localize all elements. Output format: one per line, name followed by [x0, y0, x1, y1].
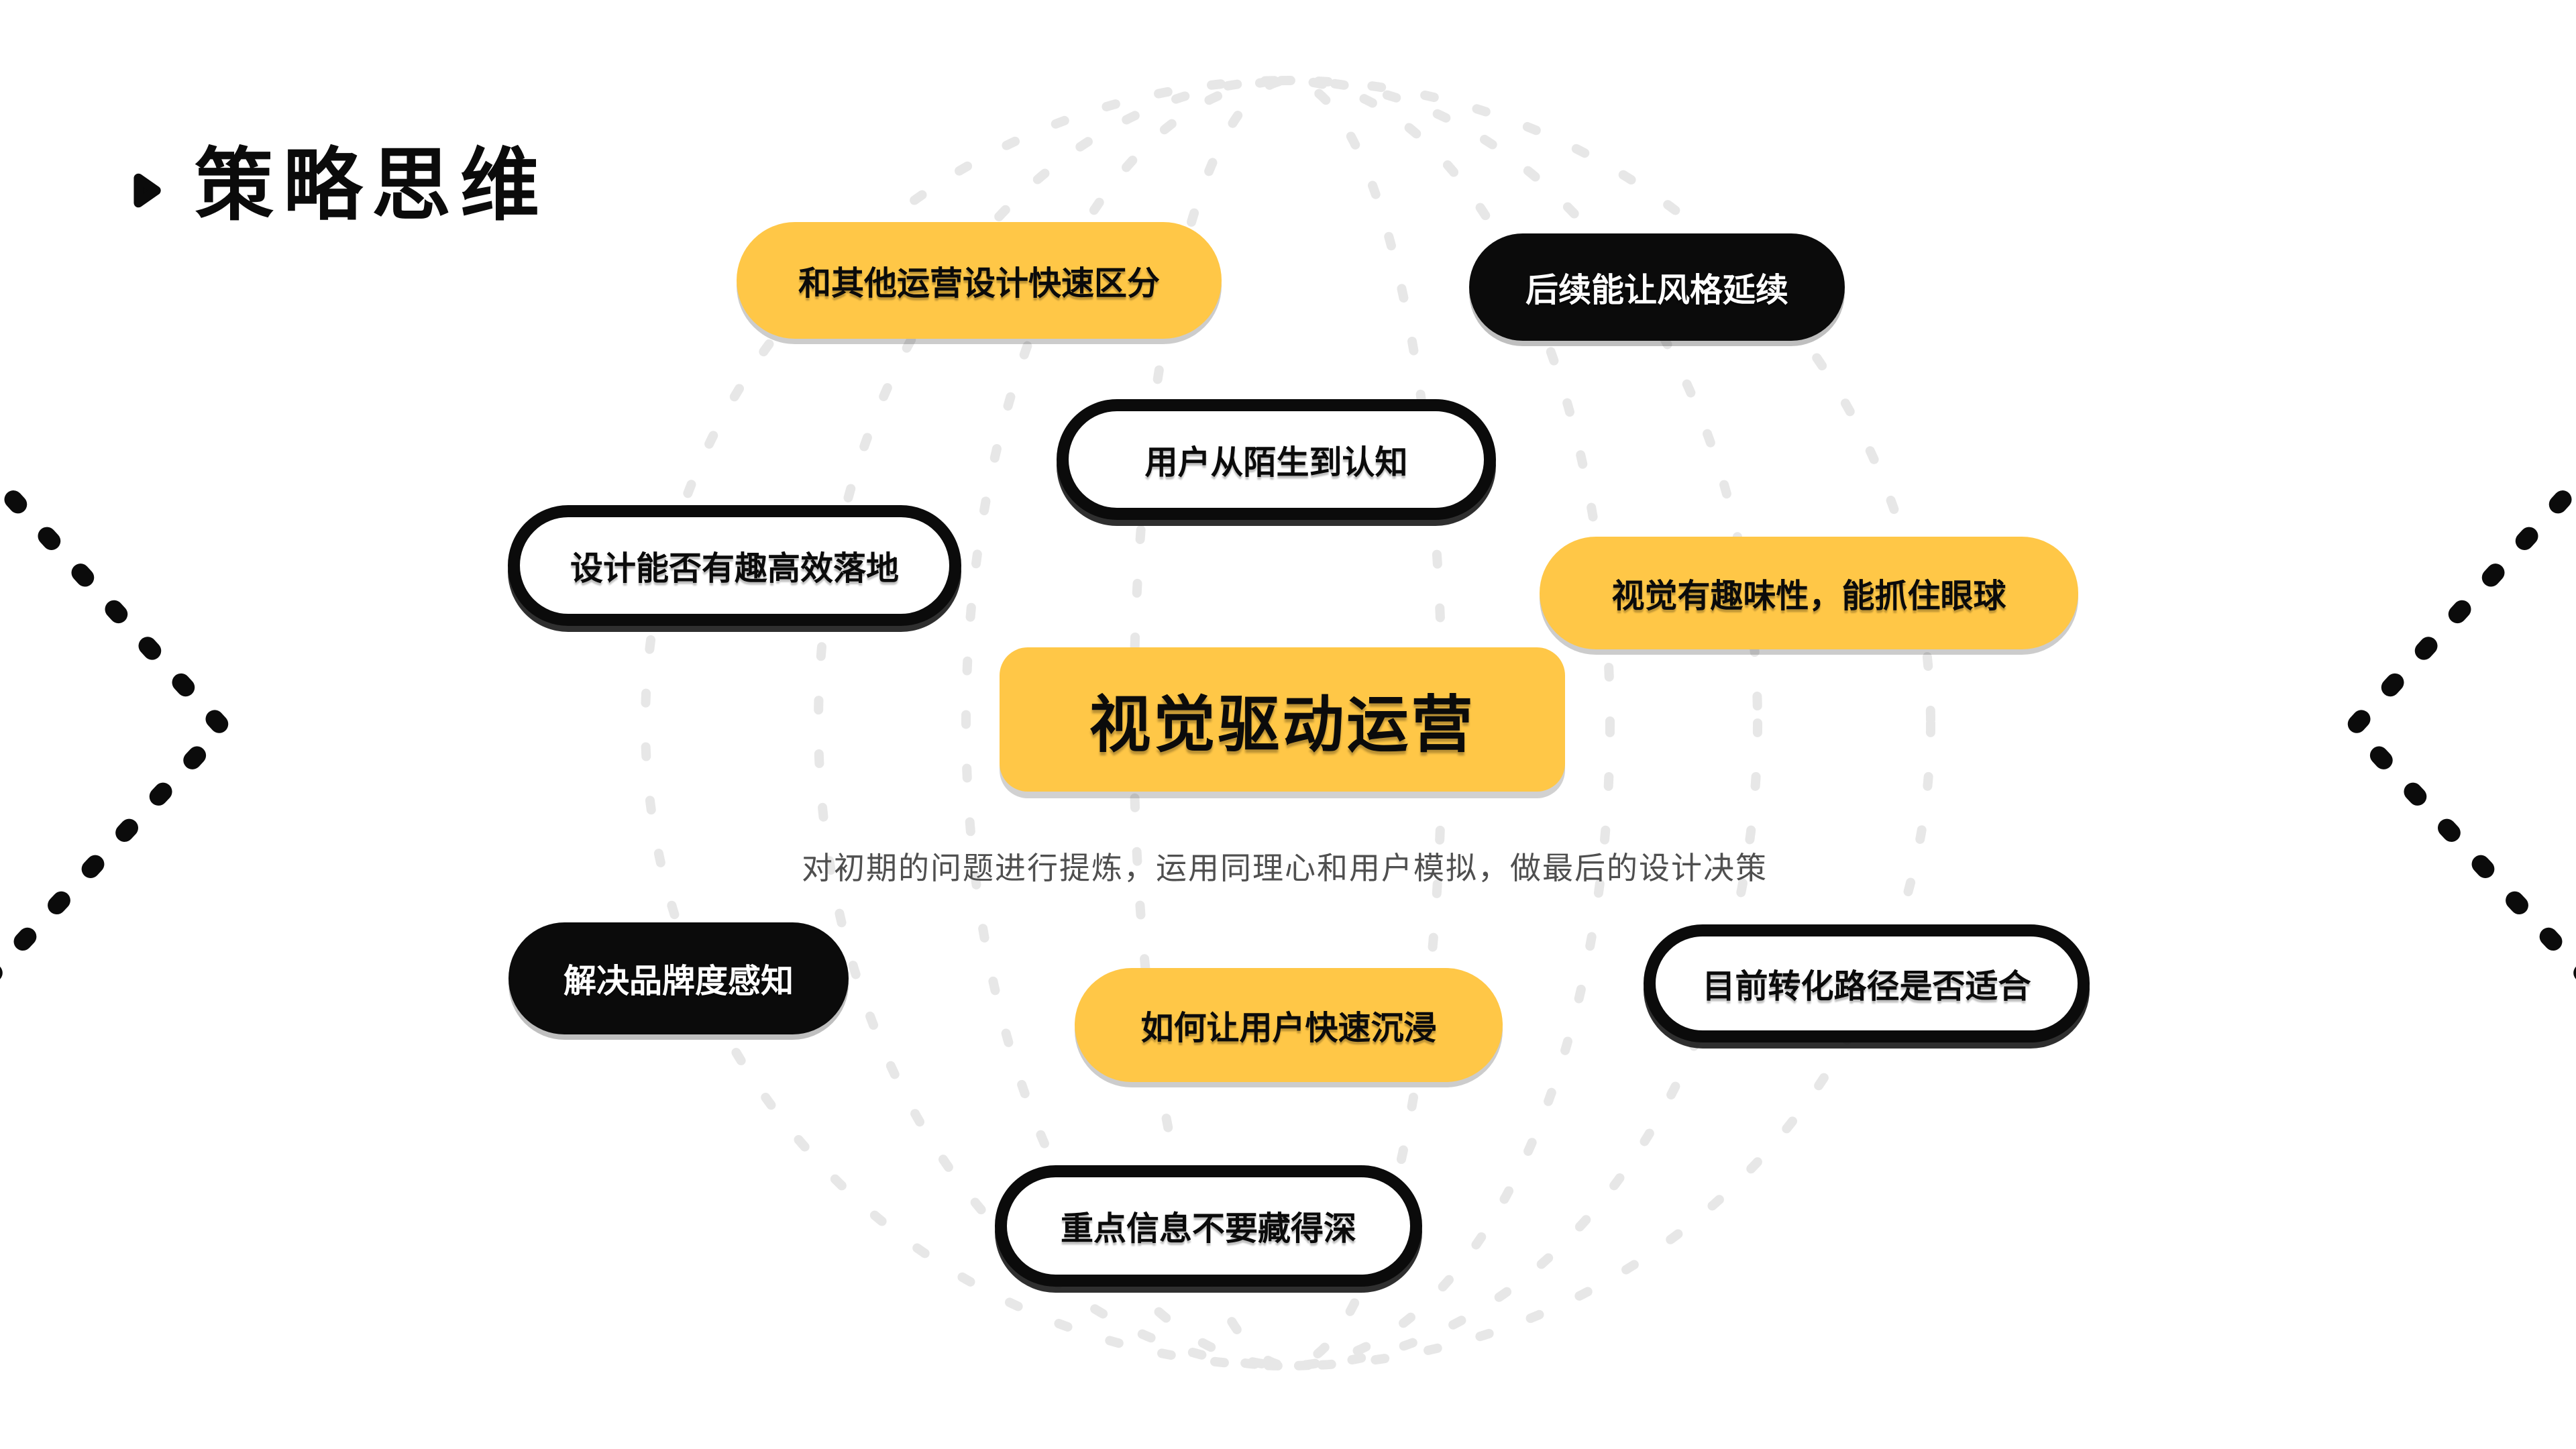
page-title: 策略思维 [195, 142, 549, 230]
bubble-label: 后续能让风格延续 [1525, 272, 1788, 309]
bubble-fun-efficient: 设计能否有趣高效落地 [508, 505, 961, 626]
left-chevron-icon [0, 471, 232, 979]
bubble-label: 重点信息不要藏得深 [1060, 1211, 1356, 1247]
bubble-label: 解决品牌度感知 [563, 963, 794, 1000]
bubble-distinguish: 和其他运营设计快速区分 [737, 222, 1222, 339]
bubble-visual-fun: 视觉有趣味性，能抓住眼球 [1540, 537, 2078, 649]
play-triangle-icon [133, 173, 161, 208]
bubble-label: 视觉有趣味性，能抓住眼球 [1611, 578, 2006, 614]
bubble-user-awareness: 用户从陌生到认知 [1057, 399, 1496, 520]
bubble-label: 如何让用户快速沉浸 [1140, 1010, 1437, 1046]
bubble-style-continuity: 后续能让风格延续 [1469, 233, 1845, 341]
central-topic: 视觉驱动运营 [1000, 647, 1565, 792]
bubble-label: 用户从陌生到认知 [1144, 444, 1408, 481]
central-topic-description: 对初期的问题进行提炼，运用同理心和用户模拟，做最后的设计决策 [802, 851, 1768, 885]
central-topic-label: 视觉驱动运营 [1089, 691, 1476, 759]
header: 策略思维 [131, 146, 549, 225]
right-chevron-icon [2344, 471, 2576, 979]
bubble-user-immersion: 如何让用户快速沉浸 [1075, 968, 1503, 1082]
bubble-conversion-path: 目前转化路径是否适合 [1644, 924, 2090, 1042]
bubble-label: 设计能否有趣高效落地 [570, 550, 899, 587]
bubble-key-info: 重点信息不要藏得深 [995, 1165, 1422, 1287]
bubble-label: 和其他运营设计快速区分 [798, 265, 1160, 302]
bubble-brand-perception: 解决品牌度感知 [508, 922, 849, 1034]
bubble-label: 目前转化路径是否适合 [1702, 968, 2031, 1005]
